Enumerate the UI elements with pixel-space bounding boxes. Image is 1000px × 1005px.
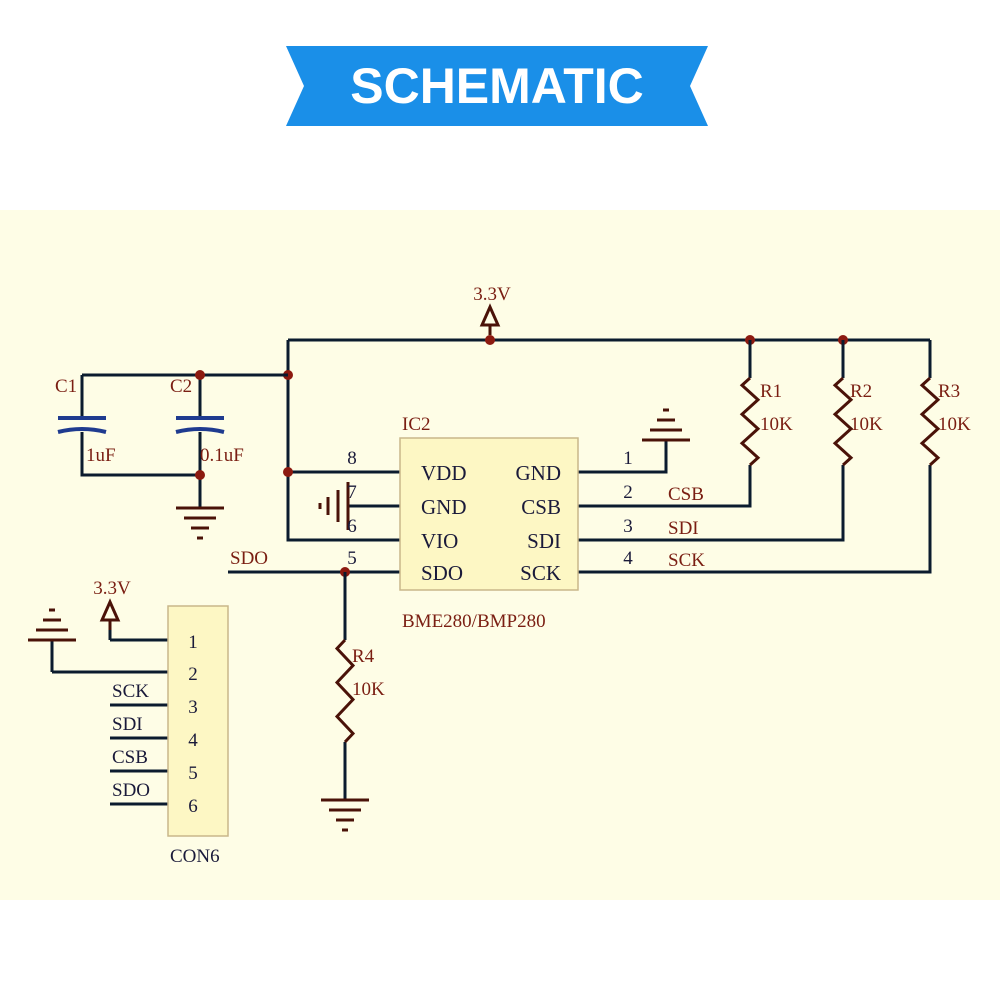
ic-right-pin-number: 1 xyxy=(623,448,633,469)
c2-ref: C2 xyxy=(170,376,192,397)
ic-body xyxy=(399,437,579,591)
ic-right-net-label: SCK xyxy=(668,550,705,571)
r4-symbol xyxy=(334,638,356,744)
vcc-top-label: 3.3V xyxy=(473,284,511,305)
ic-right-net-label: CSB xyxy=(668,484,704,505)
connector-pin-number: 5 xyxy=(188,763,198,784)
r4-ref: R4 xyxy=(352,646,375,667)
ic-left-pin-name: SDO xyxy=(421,561,463,585)
ic-left-pin-number: 5 xyxy=(347,548,357,569)
junction-dot xyxy=(195,370,205,380)
banner-ribbon xyxy=(286,46,708,126)
connector-net-label: CSB xyxy=(112,747,148,768)
ic-right-pin-name: SCK xyxy=(520,561,561,585)
ic-right-net-label: SDI xyxy=(668,518,699,539)
ic-left-pin-number: 7 xyxy=(347,482,357,503)
r-ref-label: R1 xyxy=(760,381,782,402)
c2-value: 0.1uF xyxy=(200,445,244,466)
ic-left-pin-name: VDD xyxy=(421,461,467,485)
connector-body xyxy=(167,605,229,837)
ic-left-pin-number: 6 xyxy=(347,516,357,537)
r3-symbol xyxy=(919,376,941,467)
ic-left-pin-name: VIO xyxy=(421,529,458,553)
c2-symbol xyxy=(175,416,225,434)
connector-pin-number: 2 xyxy=(188,664,198,685)
r4-value: 10K xyxy=(352,679,385,700)
ic-part-label: BME280/BMP280 xyxy=(402,611,546,632)
connector-net-label: SDO xyxy=(112,780,150,801)
banner-title: SCHEMATIC xyxy=(350,58,644,114)
connector-net-label: SDI xyxy=(112,714,143,735)
c1-symbol xyxy=(57,416,107,434)
wires xyxy=(50,335,932,806)
sck-wire xyxy=(578,465,932,574)
ic-right-pin-name: GND xyxy=(516,461,562,485)
junction-dot xyxy=(485,335,495,345)
vcc-top-symbol xyxy=(479,303,501,335)
vcc-arrow xyxy=(479,303,501,327)
r2-symbol xyxy=(832,376,854,467)
r-ref-label: R3 xyxy=(938,381,960,402)
ic-right-pin-name: SDI xyxy=(527,529,561,553)
r-value-label: 10K xyxy=(760,414,793,435)
con-vcc-symbol xyxy=(99,598,121,630)
vio-wire xyxy=(286,340,400,542)
title-banner: SCHEMATIC xyxy=(286,46,708,126)
con-vcc-label: 3.3V xyxy=(93,578,131,599)
symbols xyxy=(28,303,941,837)
r4-ground-symbol xyxy=(321,798,369,832)
junction-dot xyxy=(195,470,205,480)
labels: 3.3V C1 1uF C2 0.1uF SDO R4 10K IC2BME280/BMP280… xyxy=(55,284,971,867)
ic-right-pin-name: CSB xyxy=(521,495,561,519)
c1-bottom-lead xyxy=(80,432,200,477)
r-ref-label: R2 xyxy=(850,381,872,402)
pin7-ground-symbol xyxy=(318,482,350,530)
connector-net-label: SCK xyxy=(112,681,149,702)
junction-dot xyxy=(283,467,293,477)
capacitor-plate xyxy=(57,427,107,434)
sdo-net-label: SDO xyxy=(230,548,268,569)
con-ground-symbol xyxy=(28,608,76,642)
csb-wire xyxy=(578,465,752,508)
c1-ref: C1 xyxy=(55,376,77,397)
sdi-wire xyxy=(578,465,845,542)
r1-symbol xyxy=(739,376,761,467)
gnd-pin1-wire xyxy=(578,440,668,474)
c1-value: 1uF xyxy=(86,445,116,466)
pin1-ground-symbol xyxy=(642,408,690,442)
ic-ref: IC2 xyxy=(402,414,431,435)
connector-pin-number: 4 xyxy=(188,730,198,751)
r-value-label: 10K xyxy=(938,414,971,435)
ic-left-pin-name: GND xyxy=(421,495,467,519)
ic-right-pin-number: 4 xyxy=(623,548,633,569)
capacitor-plate xyxy=(175,427,225,434)
connector-pin-number: 3 xyxy=(188,697,198,718)
c2-ground-symbol xyxy=(176,506,224,540)
connector-pin-number: 6 xyxy=(188,796,198,817)
r-value-label: 10K xyxy=(850,414,883,435)
connector-ref: CON6 xyxy=(170,846,220,867)
connector-pin-number: 1 xyxy=(188,632,198,653)
ic-right-pin-number: 2 xyxy=(623,482,633,503)
vcc-arrow xyxy=(99,598,121,622)
ic-left-pin-number: 8 xyxy=(347,448,357,469)
ic-right-pin-number: 3 xyxy=(623,516,633,537)
